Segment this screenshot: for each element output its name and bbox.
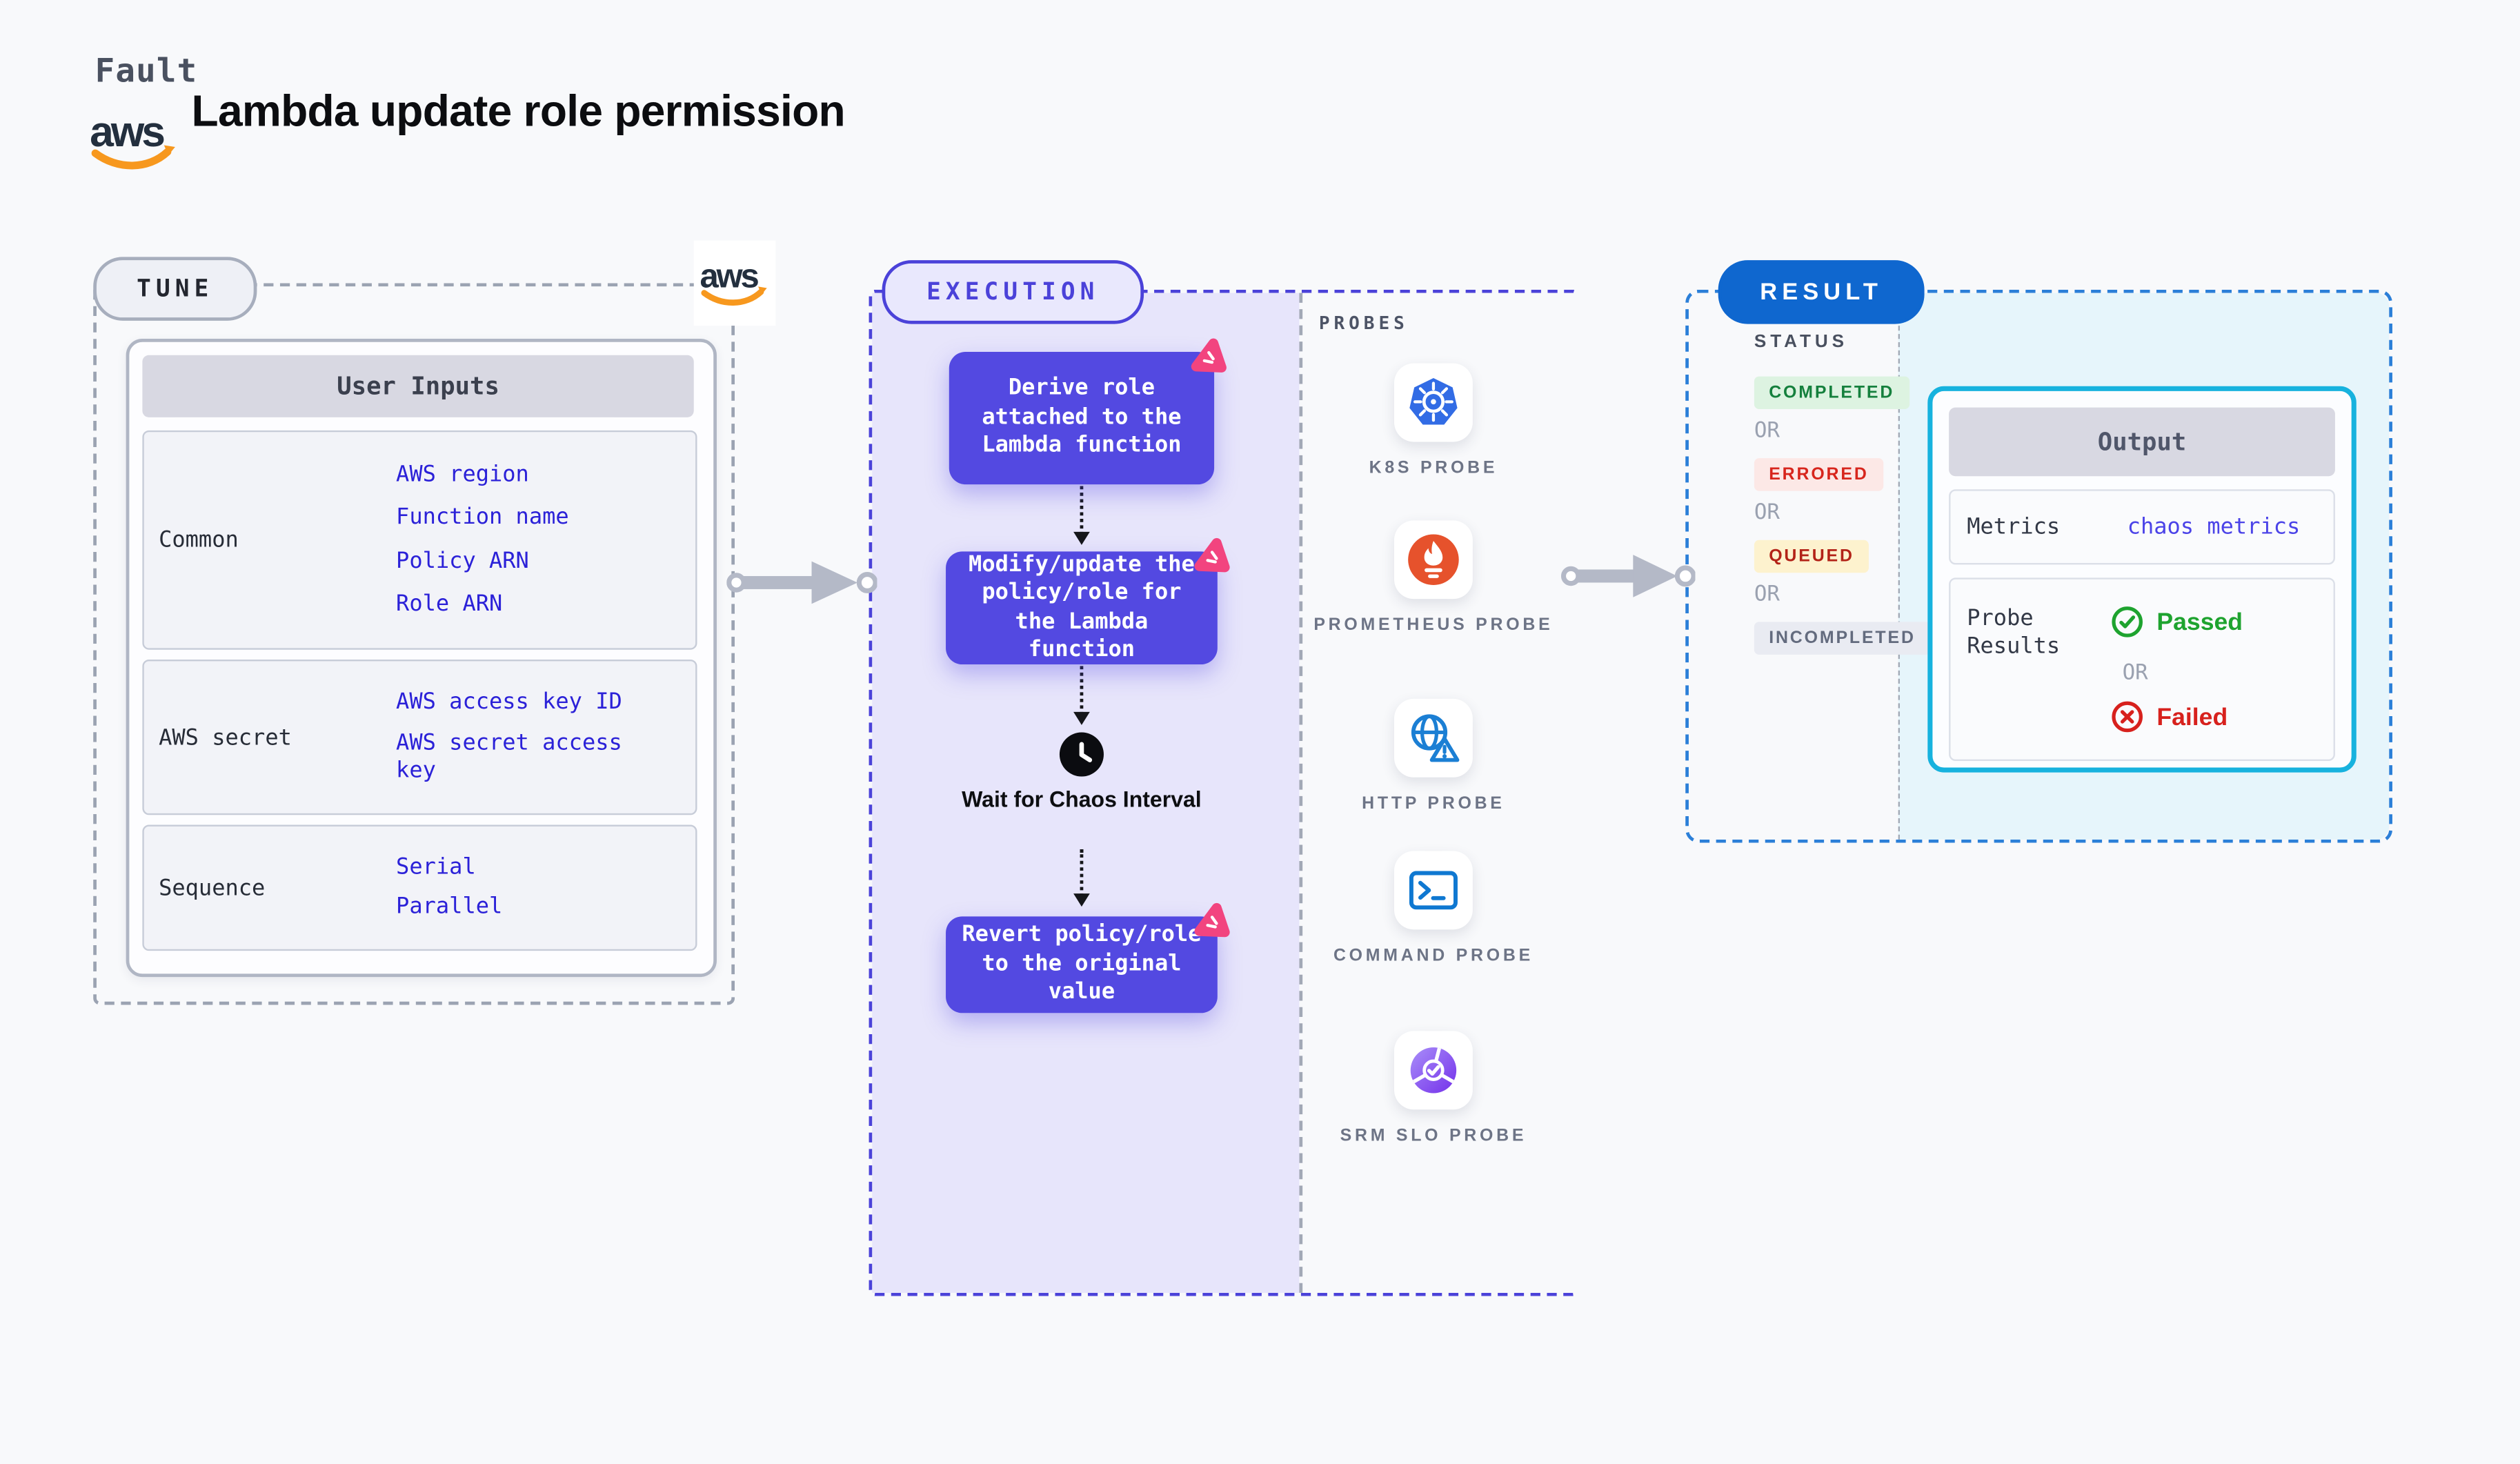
flow-connector <box>1073 486 1090 545</box>
input-row-label: Common <box>159 526 239 553</box>
input-link-serial[interactable]: Serial <box>396 853 476 880</box>
failed-label: Failed <box>2156 702 2228 731</box>
execution-to-result-arrow <box>1560 555 1696 597</box>
result-pill: RESULT <box>1718 260 1925 324</box>
probe-results-row: Probe Results Passed OR Failed <box>1949 577 2335 762</box>
node-modify-policy: Modify/update the policy/role for the La… <box>946 537 1230 665</box>
status-badge-completed: COMPLETED <box>1754 373 1909 410</box>
passed-label: Passed <box>2156 608 2243 636</box>
probe-item-http: HTTP PROBE <box>1302 698 1565 815</box>
user-inputs-header: User Inputs <box>142 355 694 417</box>
status-badge-queued: QUEUED <box>1754 537 1869 573</box>
aws-target-badge: aws <box>693 240 776 326</box>
probe-card <box>1394 1031 1473 1110</box>
probe-label: K8S PROBE <box>1369 458 1498 478</box>
input-row-label: AWS secret <box>159 724 292 751</box>
flow-connector <box>1073 849 1090 907</box>
input-link-parallel[interactable]: Parallel <box>396 893 503 920</box>
srm-slo-icon <box>1410 1047 1457 1094</box>
or-label: OR <box>1754 582 1780 608</box>
clock-icon <box>1059 732 1104 777</box>
page-title: Lambda update role permission <box>191 86 846 136</box>
probe-label: HTTP PROBE <box>1362 793 1505 813</box>
status-badge-errored: ERRORED <box>1754 455 1884 491</box>
fault-kind-label: Fault <box>95 50 198 90</box>
input-link-secret-access-key[interactable]: AWS secret access key <box>396 729 622 784</box>
input-row-label: Sequence <box>159 874 266 901</box>
probe-card <box>1394 363 1473 442</box>
chaos-metrics-link[interactable]: chaos metrics <box>2127 513 2301 540</box>
kubernetes-icon <box>1409 377 1458 425</box>
output-header: Output <box>1949 407 2335 477</box>
probe-item-command: COMMAND PROBE <box>1302 851 1565 967</box>
metrics-label: Metrics <box>1967 513 2061 540</box>
probe-card <box>1394 520 1473 600</box>
chaos-flag-icon <box>1191 338 1227 373</box>
tune-pill: TUNE <box>93 257 257 321</box>
x-circle-icon <box>2112 701 2143 733</box>
input-link-policy-arn[interactable]: Policy ARN <box>396 548 529 575</box>
chaos-flag-icon <box>1194 902 1230 938</box>
probe-item-srm-slo: SRM SLO PROBE <box>1302 1031 1565 1147</box>
input-row-sequence: Sequence Serial Parallel <box>142 824 697 951</box>
input-link-function-name[interactable]: Function name <box>396 504 569 531</box>
wait-chaos-interval-label: Wait for Chaos Interval <box>962 787 1202 812</box>
probe-label: PROMETHEUS PROBE <box>1313 615 1554 635</box>
aws-logo-small: aws <box>700 258 767 306</box>
aws-smile-icon <box>91 148 172 170</box>
probe-card <box>1394 698 1473 778</box>
terminal-icon <box>1409 871 1458 910</box>
or-label: OR <box>1754 500 1780 526</box>
http-globe-icon <box>1411 714 1460 762</box>
probes-heading: PROBES <box>1318 313 1409 334</box>
probe-label: SRM SLO PROBE <box>1340 1125 1527 1146</box>
metrics-row: Metrics chaos metrics <box>1949 489 2335 565</box>
aws-logo: aws <box>88 101 180 180</box>
or-label: OR <box>1754 419 1780 444</box>
output-card: Output Metrics chaos metrics Probe Resul… <box>1927 386 2357 773</box>
node-revert-policy: Revert policy/role to the original value <box>946 902 1230 1013</box>
probes-column <box>1299 293 1580 1293</box>
input-link-access-key-id[interactable]: AWS access key ID <box>396 689 622 715</box>
probe-card <box>1394 851 1473 930</box>
input-row-aws-secret: AWS secret AWS access key ID AWS secret … <box>142 659 697 815</box>
status-badge-incompleted: INCOMPLETED <box>1754 619 1931 655</box>
input-row-common: Common AWS region Function name Policy A… <box>142 430 697 650</box>
prometheus-icon <box>1408 534 1459 586</box>
node-derive-role: Derive role attached to the Lambda funct… <box>949 338 1227 485</box>
check-circle-icon <box>2112 606 2143 637</box>
input-link-aws-region[interactable]: AWS region <box>396 461 529 488</box>
tune-section <box>93 283 735 1005</box>
execution-pill: EXECUTION <box>882 260 1144 324</box>
flow-connector <box>1073 666 1090 725</box>
probe-label: COMMAND PROBE <box>1333 946 1534 966</box>
tune-to-execution-arrow <box>726 561 877 604</box>
probe-results-label: Probe Results <box>1967 605 2061 660</box>
failed-line: Failed <box>2111 700 2228 733</box>
aws-logo-text: aws <box>90 108 164 156</box>
status-heading: STATUS <box>1754 332 1848 352</box>
probe-item-k8s: K8S PROBE <box>1302 363 1565 479</box>
or-label: OR <box>2122 661 2148 686</box>
chaos-flag-icon <box>1194 537 1230 573</box>
passed-line: Passed <box>2111 606 2243 638</box>
svg-text:aws: aws <box>700 258 758 295</box>
probe-item-prometheus: PROMETHEUS PROBE <box>1302 520 1565 636</box>
input-link-role-arn[interactable]: Role ARN <box>396 591 503 617</box>
